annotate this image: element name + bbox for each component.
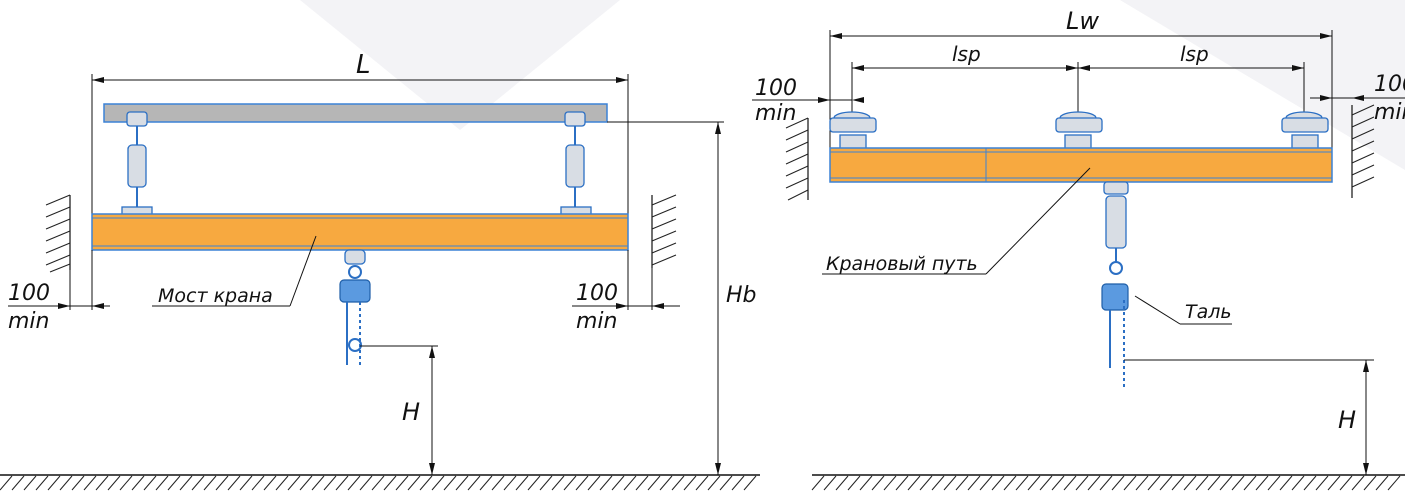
- hoist-callout-leader: [1134, 295, 1181, 325]
- dim-Lw: [829, 30, 1333, 150]
- bridge-callout: Мост крана: [158, 285, 273, 307]
- bridge-beam: [91, 213, 629, 251]
- left-ground: [0, 474, 760, 491]
- dim-Hb: [607, 121, 724, 475]
- suspension-left-a: [121, 111, 153, 220]
- clearance-left-right-value: 100: [576, 281, 618, 306]
- dim-lsp: [851, 62, 1305, 118]
- clearance-left-left: [8, 250, 110, 310]
- runway-support-3: [1281, 111, 1329, 150]
- dim-lsp-right-label: lsp: [1180, 42, 1209, 66]
- clearance-right-left-unit: min: [755, 101, 797, 126]
- clearance-left-left-value: 100: [8, 281, 50, 306]
- left-view: L Мос: [0, 50, 760, 491]
- dim-Lw-label: Lw: [1066, 7, 1099, 35]
- hoist-left: [339, 249, 371, 365]
- dim-H-right: [1124, 359, 1374, 475]
- runway-support-2: [1055, 111, 1103, 150]
- left-wall-left: [45, 194, 71, 273]
- left-wall-right: [651, 194, 677, 268]
- dim-H-left-label: H: [402, 398, 420, 426]
- clearance-left-left-unit: min: [8, 309, 50, 334]
- dim-L-label: L: [356, 50, 371, 80]
- clearance-right-right-value: 100: [1374, 72, 1405, 97]
- bridge-callout-leader: [289, 235, 317, 307]
- dim-Hb-label: Hb: [726, 283, 757, 308]
- runway-callout-leader: [985, 167, 1091, 275]
- clearance-left-right: [572, 250, 680, 310]
- runway-support-1: [829, 111, 877, 150]
- clearance-right-left-value: 100: [755, 76, 797, 101]
- clearance-left-right-unit: min: [576, 309, 618, 334]
- right-wall-left: [785, 117, 809, 201]
- right-view: Lw lsp lsp: [752, 7, 1405, 491]
- suspension-left-b: [560, 111, 592, 220]
- right-wall-right: [1351, 104, 1375, 198]
- dim-H-right-label: H: [1338, 406, 1356, 434]
- dim-H-left: [360, 345, 438, 475]
- overhead-rail: [103, 103, 608, 123]
- clearance-right-right: [1310, 95, 1405, 101]
- dim-L: [91, 74, 629, 215]
- runway-callout: Крановый путь: [826, 253, 978, 275]
- hoist-callout: Таль: [1185, 301, 1232, 323]
- clearance-right-right-unit: min: [1374, 100, 1405, 125]
- dim-lsp-left-label: lsp: [952, 42, 981, 66]
- watermark-shape-right: [1120, 0, 1405, 170]
- clearance-right-left: [752, 97, 864, 103]
- watermark-shape: [300, 0, 620, 130]
- hoist-right: [1101, 181, 1129, 388]
- runway-beam: [829, 147, 1333, 183]
